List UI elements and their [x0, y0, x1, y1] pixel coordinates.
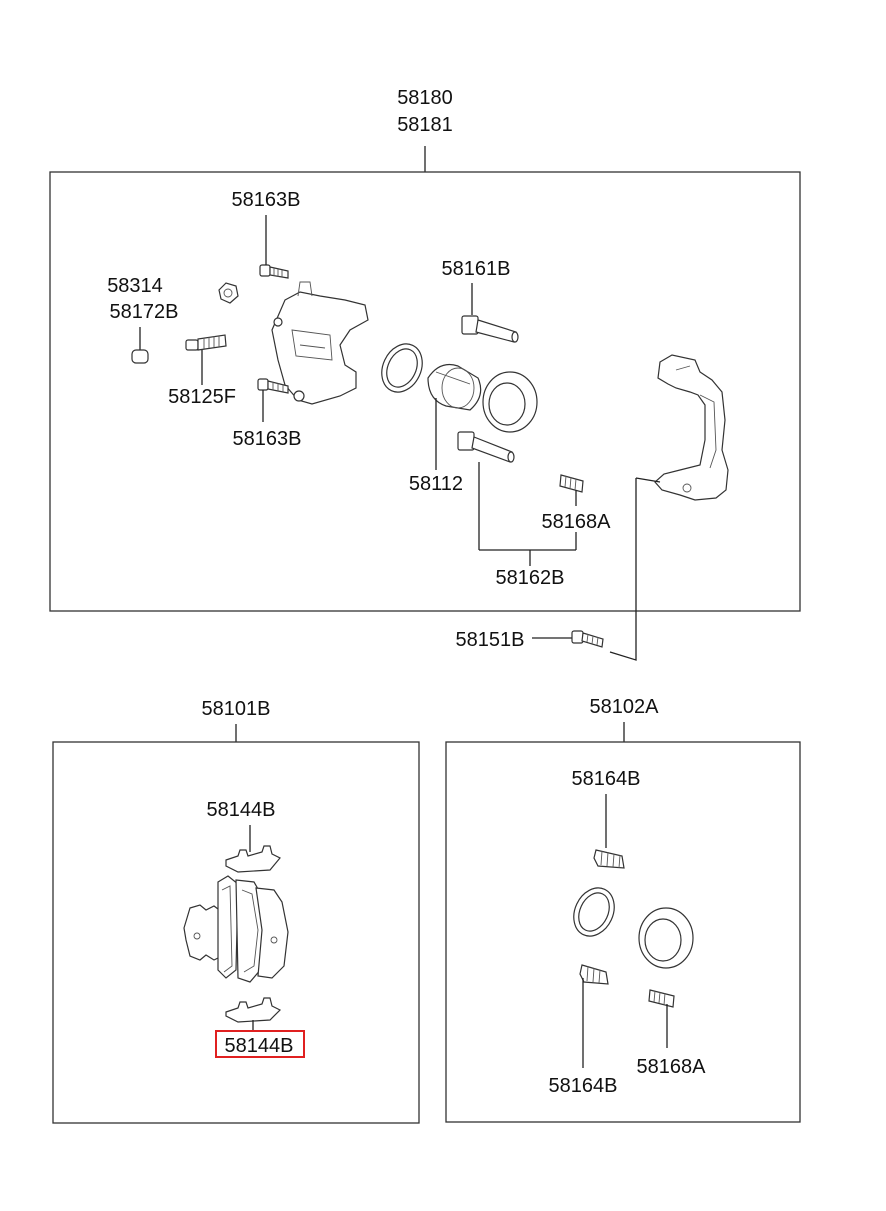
- seal-piston-boot-part: [638, 907, 694, 969]
- bolt-top-label[interactable]: 58163B: [232, 189, 301, 211]
- pad-clip-top-label[interactable]: 58144B: [207, 799, 276, 821]
- guide-pin-lower-label[interactable]: 58162B: [496, 567, 565, 589]
- pad-kit-label[interactable]: 58101B: [202, 698, 271, 720]
- small-boot-part: [559, 474, 584, 493]
- bleeder-label[interactable]: 58125F: [168, 386, 236, 408]
- assembly-part-number-2[interactable]: 58181: [397, 114, 453, 136]
- guide-pin-lower-part: [457, 431, 515, 463]
- cap-lower-label[interactable]: 58172B: [110, 301, 179, 323]
- seal-small-boot-label[interactable]: 58168A: [637, 1056, 707, 1078]
- caliper-bolt-top-part: [259, 264, 289, 279]
- caliper-carrier-part: [654, 354, 729, 501]
- pad-kit-box: [52, 741, 420, 1124]
- bolt-bottom-label[interactable]: 58163B: [233, 428, 302, 450]
- seal-kit-box: [445, 741, 801, 1123]
- carrier-bolt-label[interactable]: 58151B: [456, 629, 525, 651]
- highlight-box: [215, 1030, 305, 1058]
- seal-boot-bottom-label[interactable]: 58164B: [549, 1075, 618, 1097]
- pad-clip-top-part: [225, 845, 281, 873]
- piston-part: [427, 363, 482, 411]
- carrier-bolt-leader: [609, 478, 637, 661]
- pad-clip-bottom-label[interactable]: 58144B: [225, 1035, 294, 1057]
- seal-kit-label[interactable]: 58102A: [590, 696, 660, 718]
- seal-ring-part: [573, 887, 615, 937]
- seal-boot-top-part: [593, 849, 625, 869]
- carrier-bolt-part: [571, 630, 604, 648]
- guide-pin-upper-label[interactable]: 58161B: [442, 258, 511, 280]
- guide-pin-upper-part: [461, 315, 519, 343]
- piston-boot-part: [482, 371, 538, 433]
- piston-label[interactable]: 58112: [409, 473, 463, 495]
- caliper-bolt-bottom-part: [257, 378, 289, 394]
- brake-pads-part: [183, 875, 289, 983]
- seal-small-boot-part: [648, 989, 675, 1008]
- cap-upper-label[interactable]: 58314: [107, 275, 163, 297]
- dust-cap-part: [131, 349, 149, 364]
- seal-boot-top-label[interactable]: 58164B: [572, 768, 641, 790]
- seal-boot-bottom-part: [579, 964, 609, 985]
- bleeder-screw-part: [185, 334, 227, 351]
- carrier-leader-connector: [635, 477, 661, 483]
- piston-seal-part: [381, 343, 423, 393]
- cap-nut-part: [218, 282, 239, 304]
- small-boot-label[interactable]: 58168A: [542, 511, 612, 533]
- caliper-housing-part: [271, 281, 369, 405]
- caliper-assembly-box: [49, 171, 801, 612]
- assembly-part-number-1[interactable]: 58180: [397, 87, 453, 109]
- pad-clip-bottom-part: [225, 997, 282, 1023]
